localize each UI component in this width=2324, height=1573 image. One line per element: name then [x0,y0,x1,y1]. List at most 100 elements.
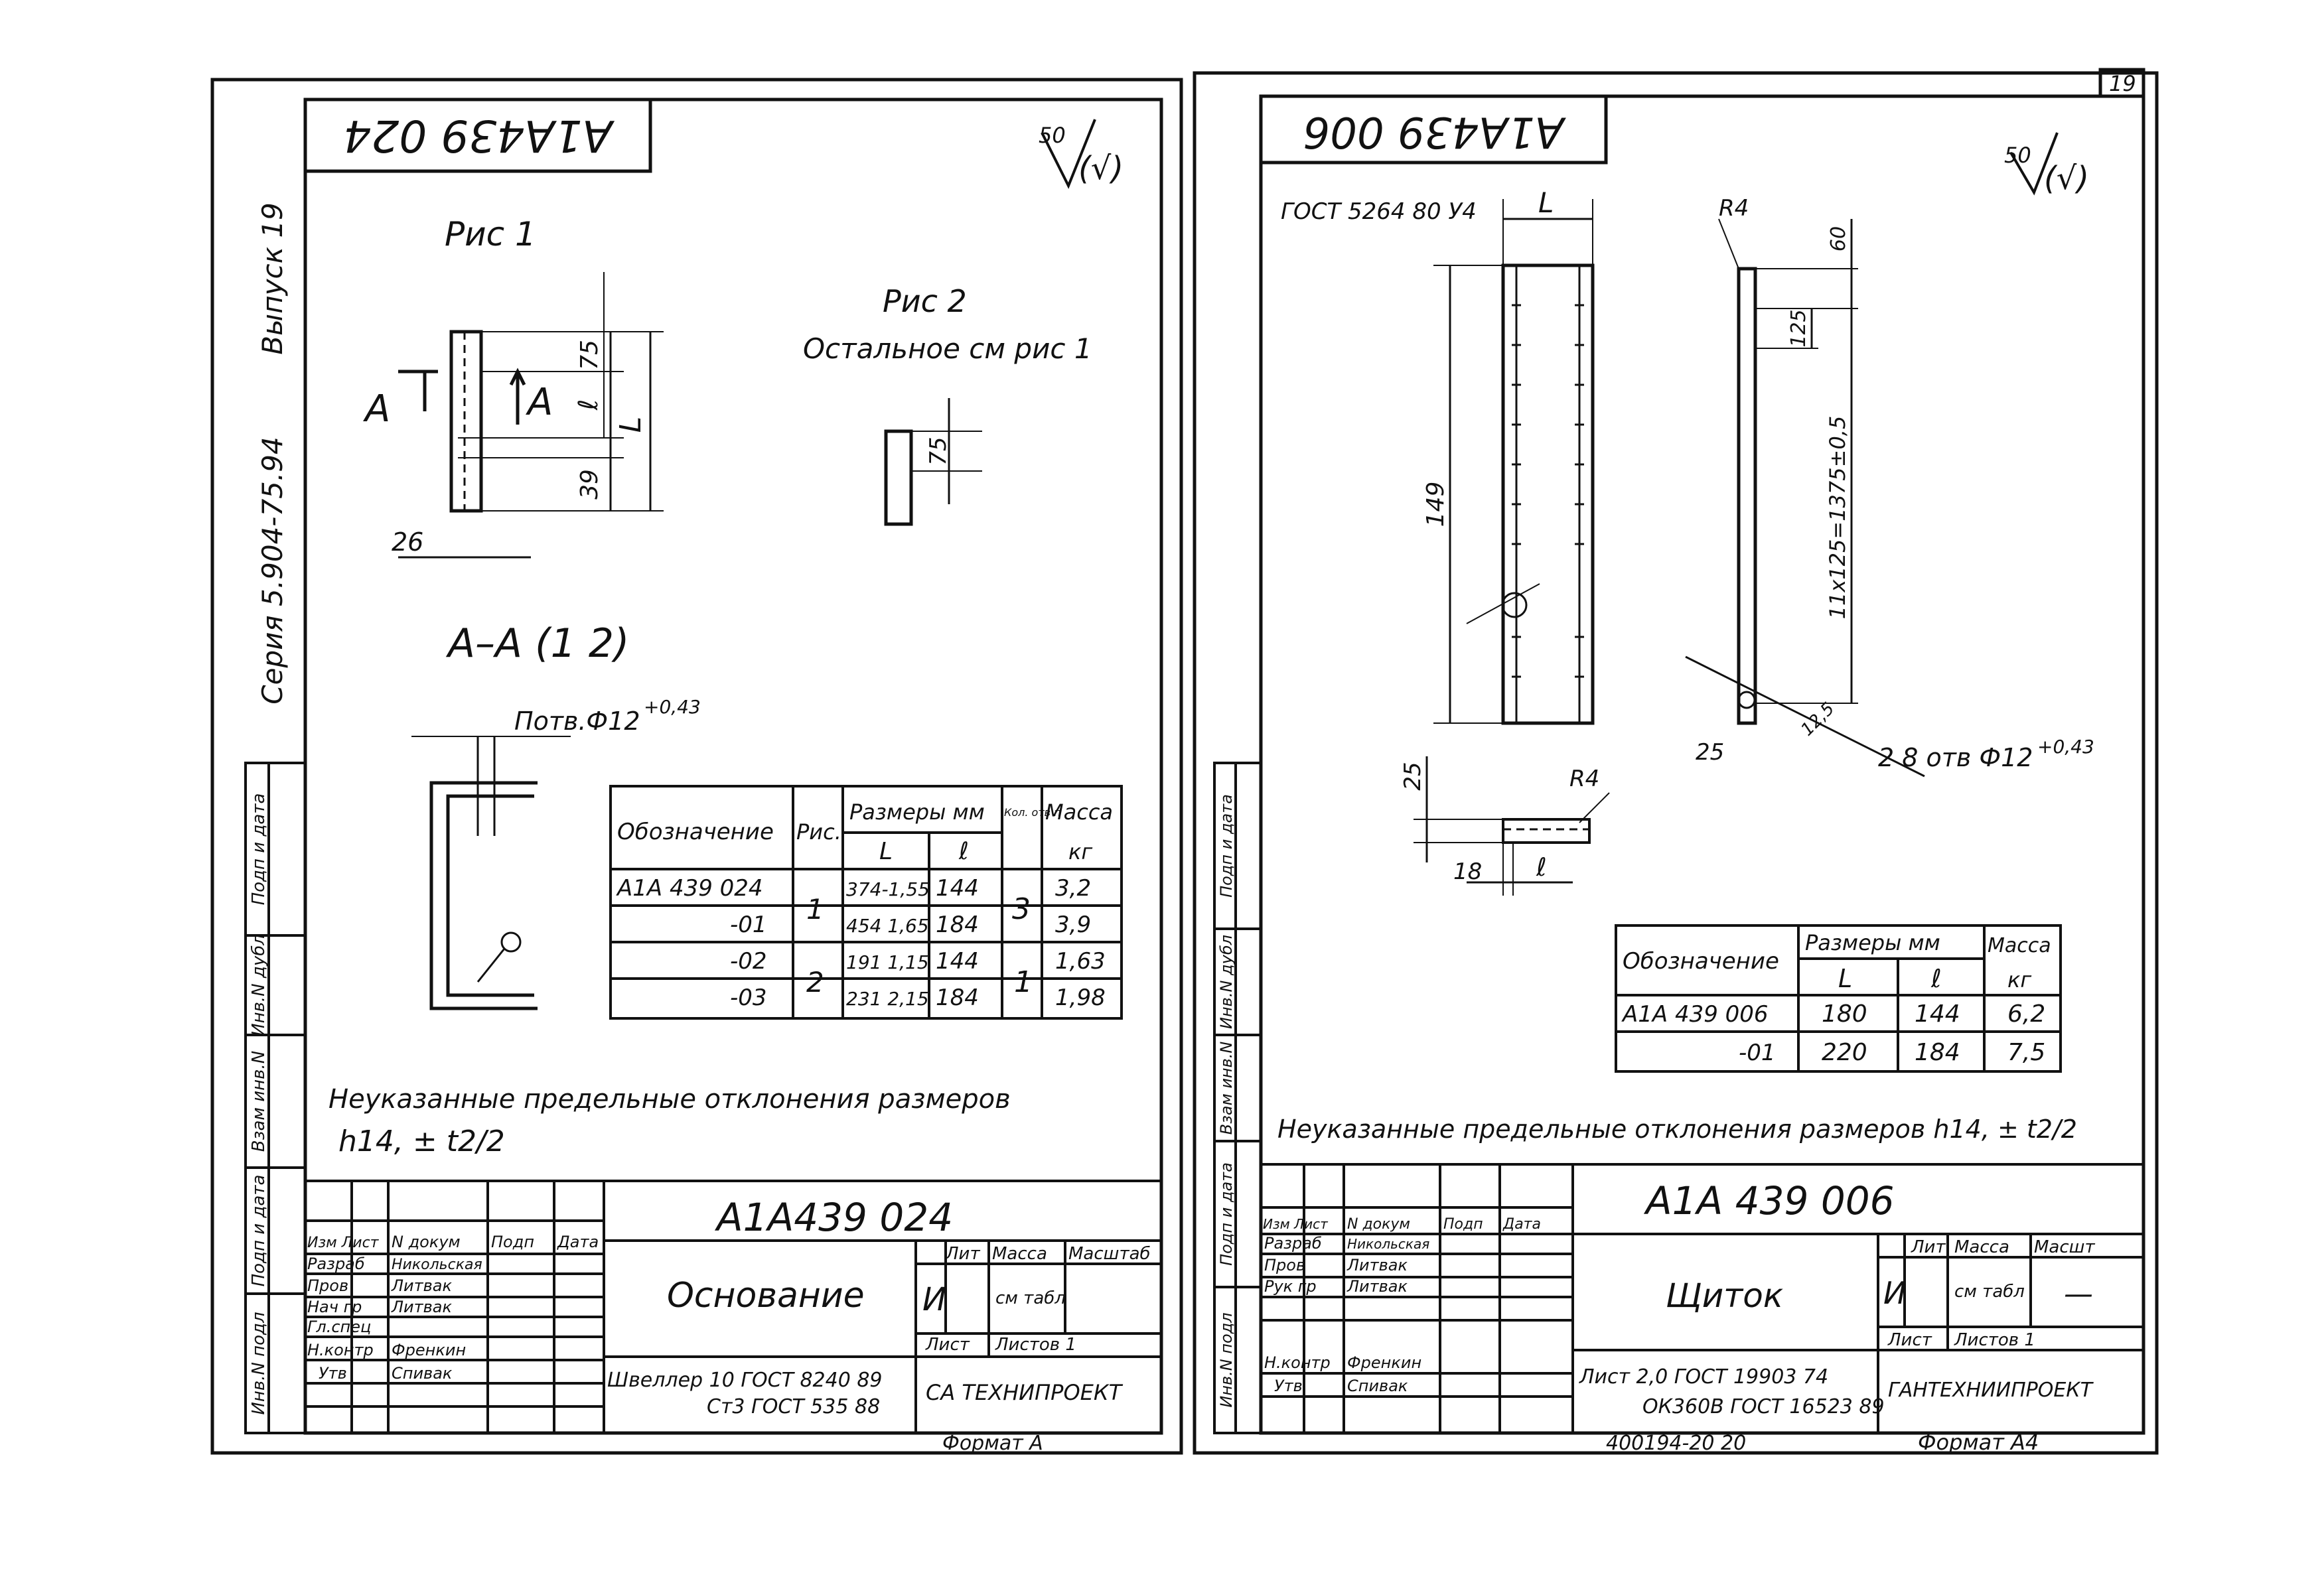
left-row-n: 1 [1014,965,1033,999]
left-row-l: 144 [936,948,979,975]
right-dim-12-5: 12,5 [1797,699,1838,740]
right-table-header-designation: Обозначение [1623,948,1779,975]
right-stamp-date: Дата [1502,1216,1541,1233]
shield-section-view [1414,756,1610,896]
left-format: Формат А [942,1432,1043,1455]
left-stamp-role: Утв [319,1364,347,1383]
right-stamp-role: Разраб [1264,1234,1322,1253]
right-stamp-name: Литвак [1346,1277,1408,1296]
right-title-mirrored: А1А439 006 [1303,107,1567,156]
right-side-stamp-label: Инв.N дубл [1217,935,1236,1029]
right-row-L: 180 [1822,1000,1867,1028]
right-lit-header: Лит [1911,1237,1946,1257]
right-table-header-dims: Размеры мм [1805,930,1940,955]
right-stamp-name: N докум [1347,1216,1410,1233]
left-row-designation: -02 [730,948,767,975]
section-hole-tol: +0,43 [644,696,701,718]
left-row-designation: А1А 439 024 [616,875,763,902]
left-table-header-mass-unit: кг [1068,839,1092,864]
fig2-note: Остальное см рис 1 [803,332,1092,365]
right-mass-header: Масса [1954,1237,2009,1257]
fig1-section-marker-right: А [526,381,553,424]
right-material-2: ОК360В ГОСТ 16523 89 [1642,1395,1885,1418]
right-stamp-role: Пров [1264,1256,1305,1274]
right-table-header-l: ℓ [1930,964,1942,993]
left-spec-table-grid [609,785,1123,1020]
left-row-l: 184 [936,912,979,938]
left-roughness-value: 50 [1039,123,1066,148]
right-row-l: 144 [1915,1000,1960,1028]
left-material-1: Швеллер 10 ГОСТ 8240 89 [607,1369,883,1392]
right-side-stamp-label: Подп и дата [1217,1162,1236,1266]
right-scale-value: — [2064,1277,2093,1311]
fig1-dim-39: 39 [576,469,603,500]
right-part-name: Щиток [1666,1276,1783,1315]
right-dim-25-side: 25 [1696,739,1724,766]
left-title-block-grid [304,1180,1163,1434]
right-stamp-role: Н.контр [1264,1353,1331,1372]
left-stamp-date: Дата [557,1233,599,1251]
fig2-label: Рис 2 [883,283,967,319]
left-stamp-name: N докум [392,1233,461,1251]
right-side-stamp-label: Подп и дата [1217,794,1236,898]
right-lit-value: И [1883,1275,1906,1311]
left-mass-value: см табл [995,1288,1066,1308]
left-table-header-l: ℓ [958,838,969,865]
left-title-box [303,98,652,173]
left-lit-header: Лит [945,1244,980,1264]
left-row-L: 454 1,65 [846,915,929,937]
fig1-drawing [398,272,664,559]
right-material-1: Лист 2,0 ГОСТ 19903 74 [1579,1365,1828,1389]
left-row-mass: 1,98 [1055,985,1106,1011]
left-tolerance-note-1: Неуказанные предельные отклонения размер… [328,1084,1011,1115]
left-row-n: 3 [1012,892,1031,926]
right-row-L: 220 [1822,1039,1867,1066]
left-row-mass: 3,2 [1055,875,1091,902]
left-table-header-fig: Рис. [796,819,841,845]
shield-side-view [1685,218,1925,778]
left-row-L: 231 2,15 [846,988,929,1010]
right-title-box [1259,94,1608,165]
right-dim-60: 60 [1827,226,1850,251]
left-row-fig: 1 [806,893,824,925]
right-side-stamp-label: Инв.N подл [1217,1312,1236,1407]
right-dim-r4: R4 [1719,195,1749,222]
right-side-stamp-label: Взам инв.N [1217,1042,1236,1135]
left-row-fig: 2 [806,966,824,998]
page-number: 19 [2109,71,2136,96]
left-doc-number: А1А439 024 [714,1195,953,1240]
left-roughness-sign: (√) [1078,150,1124,187]
right-title-block-grid [1260,1163,2145,1434]
fig2-drawing [884,398,982,526]
left-side-stamp-label: Взам инв.N [249,1051,269,1152]
fig1-dim-L: L [614,417,648,433]
left-sheet-label: Лист [925,1335,970,1355]
right-dim-pitch: 11х125=1375±0,5 [1825,416,1850,620]
right-hole-tol: +0,43 [2037,736,2094,758]
left-side-series: Серия 5.904-75.94 [256,437,289,704]
left-row-mass: 1,63 [1055,948,1106,975]
left-org: СА ТЕХНИПРОЕКТ [926,1380,1124,1405]
left-side-stamp-label: Подп и дата [249,793,269,906]
shield-front-view [1433,199,1595,725]
right-hole-note: 2 8 отв Ф12 [1878,743,2033,772]
right-stamp-name: Литвак [1346,1256,1408,1274]
left-roughness-icon [1041,119,1096,189]
right-roughness-sign: (√) [2044,160,2089,197]
right-sheet-label: Лист [1887,1330,1932,1350]
right-row-mass: 7,5 [2007,1039,2045,1066]
left-row-l: 184 [936,985,979,1011]
right-spec-table-grid [1615,924,2062,1073]
left-row-mass: 3,9 [1055,912,1091,938]
left-side-stamp-label: Инв.N подл [249,1312,269,1414]
right-row-designation: -01 [1739,1040,1776,1066]
right-dim-149: 149 [1422,482,1449,527]
left-stamp-role: Изм Лист [307,1235,380,1251]
left-stamp-name: Никольская [392,1257,482,1273]
right-stamp-name: Никольская [1347,1236,1429,1252]
fig1-label: Рис 1 [445,215,536,253]
left-stamp-name: Френкин [392,1341,466,1359]
left-side-issue: Выпуск 19 [256,202,289,355]
left-table-header-holes: Кол. отв п [1004,806,1061,819]
fig1-dim-75: 75 [576,340,603,370]
